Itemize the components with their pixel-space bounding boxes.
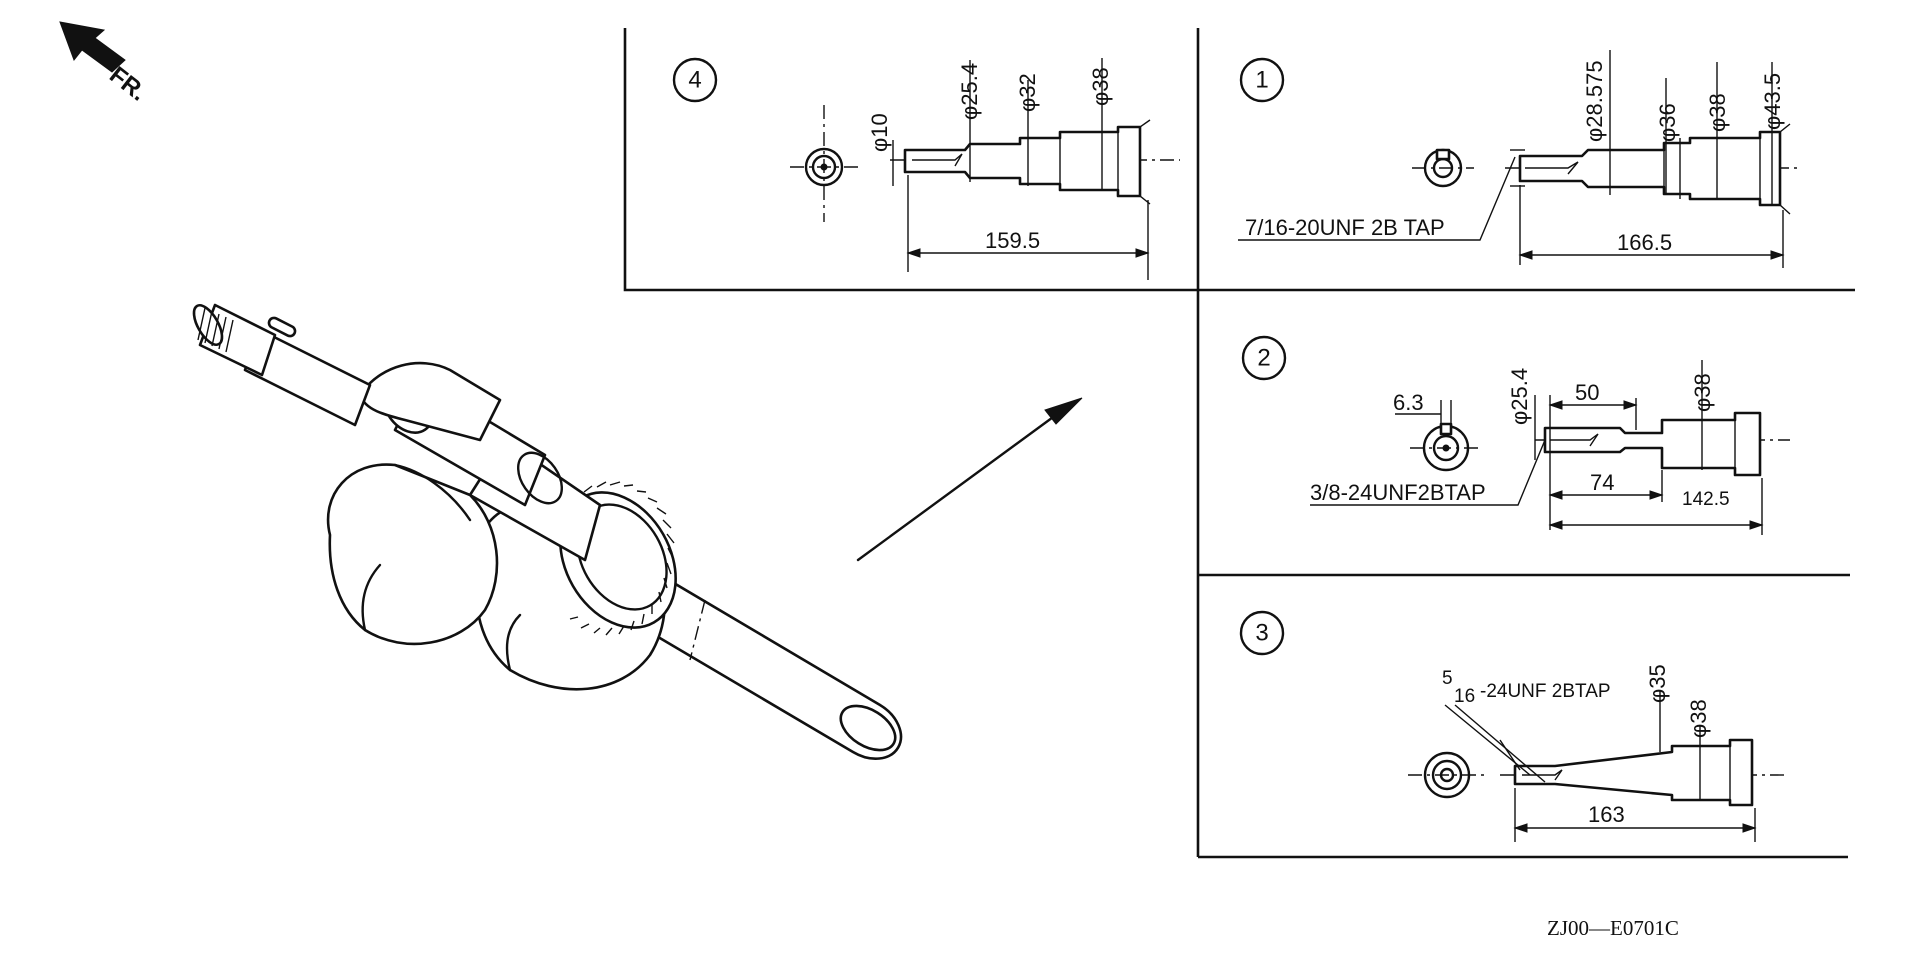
thread-callout: 3/8-24UNF2BTAP (1310, 480, 1486, 505)
axis-arrow (856, 397, 1083, 562)
dim-length-166-5: 166.5 (1617, 230, 1672, 255)
dimension-lines (1238, 50, 1785, 268)
dim-diameter-32: φ32 (1015, 73, 1040, 112)
dim-length-163: 163 (1588, 802, 1625, 827)
panel-number-circle (1239, 57, 1285, 103)
dim-length-159-5: 159.5 (985, 228, 1040, 253)
dim-diameter-43-5: φ43.5 (1760, 73, 1785, 130)
crankshaft-illustration (192, 303, 903, 760)
thread-callout: 7/16-20UNF 2B TAP (1245, 215, 1445, 240)
thread-fraction-top: 5 (1442, 668, 1453, 689)
panel-3: 3 5 16 -24UNF 2BTAP φ35 (1239, 610, 1785, 842)
dim-diameter-35: φ35 (1645, 664, 1670, 703)
panel-number-circle (1239, 610, 1285, 656)
dim-diameter-36: φ36 (1655, 103, 1680, 142)
dim-length-74: 74 (1590, 470, 1614, 495)
end-view (1408, 751, 1488, 799)
panel-2: 2 (1241, 335, 1790, 535)
dimension-lines (892, 58, 1150, 280)
dim-diameter-38: φ38 (1705, 93, 1730, 132)
shaft-side-view (1505, 123, 1800, 215)
dim-length-50: 50 (1575, 380, 1599, 405)
shaft-side-view (890, 119, 1180, 205)
panel-number: 2 (1257, 345, 1270, 372)
dim-diameter-25-4: φ25.4 (1507, 368, 1532, 425)
dim-length-142-5: 142.5 (1682, 489, 1730, 510)
figure-code: ZJ00—E0701C (1547, 916, 1679, 940)
panel-1: 1 (1238, 50, 1800, 268)
dim-diameter-25-4: φ25.4 (957, 63, 982, 120)
panel-frames (623, 28, 1855, 859)
dim-diameter-28-575: φ28.575 (1582, 60, 1607, 142)
front-direction-arrow: FR. (59, 21, 151, 107)
dim-width-6-3: 6.3 (1393, 390, 1424, 415)
end-view (790, 105, 858, 222)
panel-4: 4 φ10 (672, 57, 1180, 280)
panel-number: 4 (688, 67, 701, 94)
dim-diameter-38: φ38 (1686, 699, 1711, 738)
panel-number-circle (1241, 335, 1287, 381)
dim-diameter-38: φ38 (1690, 373, 1715, 412)
end-view (1395, 400, 1482, 472)
dimension-lines (1310, 360, 1764, 535)
thread-callout: -24UNF 2BTAP (1480, 681, 1611, 702)
dim-diameter-10: φ10 (867, 113, 892, 152)
thread-fraction-bottom: 16 (1454, 686, 1475, 707)
panel-number: 3 (1255, 620, 1268, 647)
panel-number: 1 (1255, 67, 1268, 94)
dim-diameter-38: φ38 (1088, 67, 1113, 106)
end-view (1412, 148, 1474, 188)
shaft-side-view (1500, 738, 1785, 807)
shaft-side-view (1535, 411, 1790, 477)
dimension-lines (1444, 690, 1757, 842)
panel-number-circle (672, 57, 718, 103)
